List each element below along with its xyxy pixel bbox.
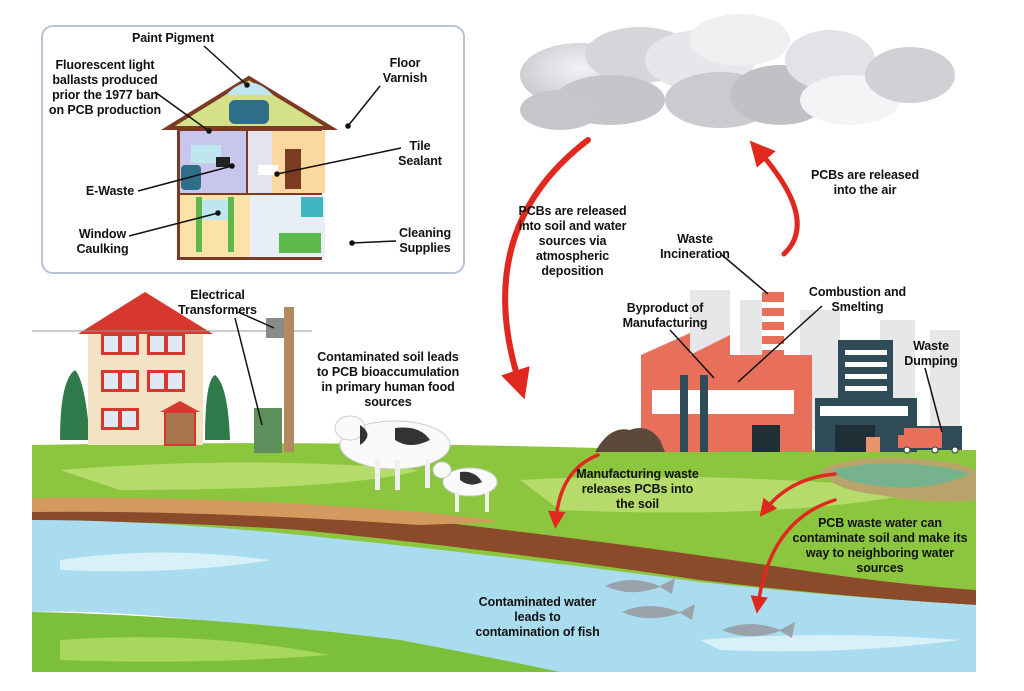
label-combustion-smelting: Combustion and Smelting <box>808 285 907 314</box>
label-released-air: PCBs are released into the air <box>810 168 920 197</box>
label-fluorescent-ballasts: Fluorescent light ballasts produced prio… <box>48 58 162 117</box>
leader-lines <box>669 254 943 433</box>
label-byproduct-manufacturing: Byproduct of Manufacturing <box>622 301 708 330</box>
soil-bank <box>32 504 976 605</box>
fish-icon <box>605 578 795 638</box>
label-floor-varnish: Floor Varnish <box>382 56 428 85</box>
calf-icon <box>432 461 498 512</box>
label-tile-sealant: Tile Sealant <box>398 139 442 168</box>
label-contaminated-soil: Contaminated soil leads to PCB bioaccumu… <box>316 350 460 409</box>
label-electrical-transformers: Electrical Transformers <box>178 288 257 317</box>
transformers-leader-2 <box>234 317 263 426</box>
factory-icon <box>641 333 812 452</box>
label-manufacturing-waste: Manufacturing waste releases PCBs into t… <box>576 467 699 511</box>
utility-pole-icon <box>284 307 294 452</box>
label-atmospheric-deposition: PCBs are released into soil and water so… <box>518 204 627 278</box>
label-contaminated-water: Contaminated water leads to contaminatio… <box>475 595 600 639</box>
house-cutaway-icon <box>160 75 339 260</box>
soil-bank-top <box>32 497 500 525</box>
cloud-icon <box>520 14 955 130</box>
smokestack-icon <box>762 292 784 357</box>
label-cleaning-supplies: Cleaning Supplies <box>399 226 451 255</box>
waste-pile-icon <box>595 427 665 452</box>
label-paint-pigment: Paint Pigment <box>131 31 215 45</box>
pond-icon <box>820 457 976 502</box>
label-e-waste: E-Waste <box>85 184 135 198</box>
label-pcb-waste-water: PCB waste water can contaminate soil and… <box>792 516 968 575</box>
transformers-leader <box>237 311 275 329</box>
apartment-building-icon <box>60 292 230 446</box>
office-building-icon <box>815 340 917 452</box>
house-inset-panel <box>41 25 465 274</box>
transformer-icon <box>254 318 284 453</box>
cow-icon <box>334 415 451 490</box>
label-waste-incineration: Waste Incineration <box>660 232 730 261</box>
label-window-caulking: Window Caulking <box>76 227 129 256</box>
label-waste-dumping: Waste Dumping <box>904 339 958 368</box>
garbage-truck-icon <box>898 426 962 454</box>
arrow-icon <box>501 137 837 614</box>
